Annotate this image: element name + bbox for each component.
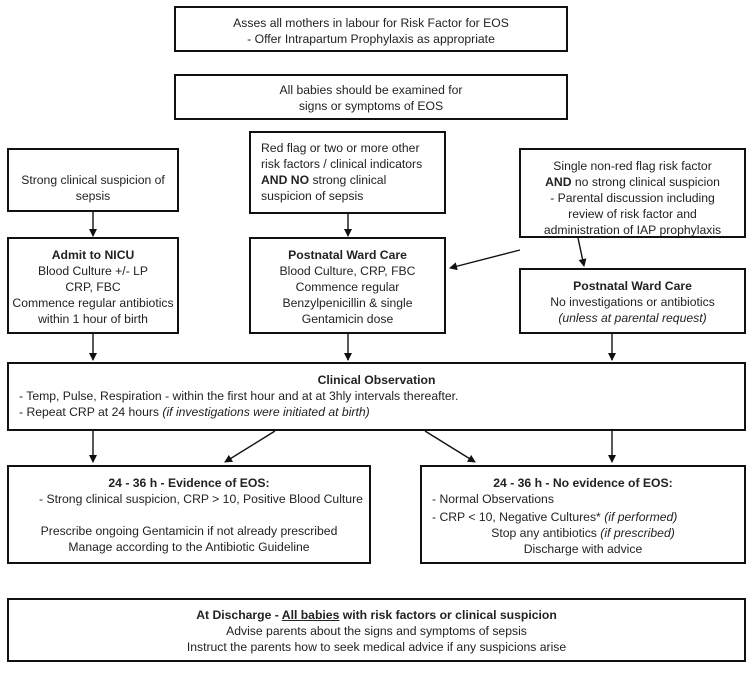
redflag-line-2: risk factors / clinical indicators (261, 157, 423, 171)
clinical-observation-box: Clinical Observation - Temp, Pulse, Resp… (7, 362, 746, 431)
single-line-1: Single non-red flag risk factor (553, 159, 712, 173)
nicu-line-4: within 1 hour of birth (38, 312, 148, 326)
ward2-line-1: No investigations or antibiotics (550, 295, 715, 309)
discharge-title: At Discharge - All babies with risk fact… (9, 607, 744, 623)
observation-line-2: - Repeat CRP at 24 hours (if investigati… (19, 404, 744, 420)
discharge-title-prefix: At Discharge - (196, 608, 282, 622)
discharge-title-all-babies: All babies (281, 608, 340, 622)
discharge-line-2: Instruct the parents how to seek medical… (186, 640, 567, 654)
single-line-2-rest: no strong clinical suspicion (571, 175, 720, 189)
arrow-single-to-ward2 (577, 237, 587, 267)
evidence-spacer (9, 507, 369, 523)
strong-suspicion-box: Strong clinical suspicion of sepsis (7, 148, 179, 212)
discharge-title-suffix: with risk factors or clinical suspicion (339, 608, 557, 622)
examine-babies-box: All babies should be examined for signs … (174, 74, 568, 120)
nicu-line-1: Blood Culture +/- LP (37, 264, 149, 278)
observation-line-1: - Temp, Pulse, Respiration - within the … (19, 389, 459, 403)
ward1-title: Postnatal Ward Care (288, 248, 407, 262)
no-evidence-eos-box: 24 - 36 h - No evidence of EOS: - Normal… (420, 465, 746, 564)
observation-line-2-note: (if investigations were initiated at bir… (162, 405, 370, 419)
arrow-observation-to-noevidence (424, 430, 476, 463)
red-flag-box: Red flag or two or more other risk facto… (249, 131, 446, 214)
ward2-title: Postnatal Ward Care (573, 279, 692, 293)
examine-line-1: All babies should be examined for (279, 83, 463, 97)
observation-line-2-text: - Repeat CRP at 24 hours (19, 405, 163, 419)
arrow-observation-to-evidence (224, 430, 276, 463)
assess-line-2: - Offer Intrapartum Prophylaxis as appro… (247, 32, 495, 46)
single-line-3: - Parental discussion including (550, 191, 715, 205)
noevidence-line-3-text: Stop any antibiotics (491, 526, 601, 540)
postnatal-ward-care-no-investigation-box: Postnatal Ward Care No investigations or… (519, 268, 746, 334)
noevidence-line-2-text: - CRP < 10, Negative Cultures* (432, 510, 605, 524)
redflag-line-3: AND NO strong clinical (261, 172, 444, 188)
evidence-eos-box: 24 - 36 h - Evidence of EOS: - Strong cl… (7, 465, 371, 564)
ward1-line-3: Benzylpenicillin & single (282, 296, 413, 310)
observation-title: Clinical Observation (317, 373, 436, 387)
noevidence-line-2: - CRP < 10, Negative Cultures* (if perfo… (422, 509, 744, 525)
nicu-line-3: Commence regular antibiotics (12, 296, 174, 310)
noevidence-line-3: Stop any antibiotics (if prescribed) (422, 525, 744, 541)
evidence-line-1: - Strong clinical suspicion, CRP > 10, P… (39, 492, 363, 506)
strong-line-2: sepsis (75, 189, 111, 203)
assess-mothers-box: Asses all mothers in labour for Risk Fac… (174, 6, 568, 52)
ward1-line-2: Commence regular (295, 280, 400, 294)
redflag-line-3-rest: strong clinical (309, 173, 387, 187)
redflag-line-4: suspicion of sepsis (261, 189, 364, 203)
strong-line-1: Strong clinical suspicion of (21, 173, 165, 187)
postnatal-ward-care-box: Postnatal Ward Care Blood Culture, CRP, … (249, 237, 446, 334)
noevidence-title: 24 - 36 h - No evidence of EOS: (493, 476, 673, 490)
examine-line-2: signs or symptoms of EOS (298, 99, 444, 113)
single-risk-factor-box: Single non-red flag risk factor AND no s… (519, 148, 746, 238)
ward1-line-4: Gentamicin dose (301, 312, 394, 326)
redflag-line-1: Red flag or two or more other (261, 141, 420, 155)
assess-line-1: Asses all mothers in labour for Risk Fac… (233, 16, 509, 30)
noevidence-line-4: Discharge with advice (523, 542, 643, 556)
noevidence-line-3-note: (if prescribed) (600, 526, 675, 540)
noevidence-line-2-note: (if performed) (604, 510, 678, 524)
single-and: AND (545, 175, 572, 189)
single-line-2: AND no strong clinical suspicion (521, 174, 744, 190)
arrow-single-to-ward1 (449, 249, 521, 271)
evidence-line-3: Manage according to the Antibiotic Guide… (68, 540, 310, 554)
single-line-4: review of risk factor and (568, 207, 697, 221)
single-line-5: administration of IAP prophylaxis (543, 223, 722, 237)
ward1-line-1: Blood Culture, CRP, FBC (279, 264, 416, 278)
redflag-and-no: AND NO (261, 173, 310, 187)
noevidence-line-1: - Normal Observations (432, 492, 554, 506)
discharge-line-1: Advise parents about the signs and sympt… (226, 624, 527, 638)
nicu-line-2: CRP, FBC (65, 280, 121, 294)
admit-nicu-box: Admit to NICU Blood Culture +/- LP CRP, … (7, 237, 179, 334)
evidence-title: 24 - 36 h - Evidence of EOS: (108, 476, 270, 490)
ward2-line-2: (unless at parental request) (558, 311, 707, 325)
nicu-title: Admit to NICU (51, 248, 135, 262)
at-discharge-box: At Discharge - All babies with risk fact… (7, 598, 746, 662)
evidence-line-2: Prescribe ongoing Gentamicin if not alre… (40, 524, 338, 538)
